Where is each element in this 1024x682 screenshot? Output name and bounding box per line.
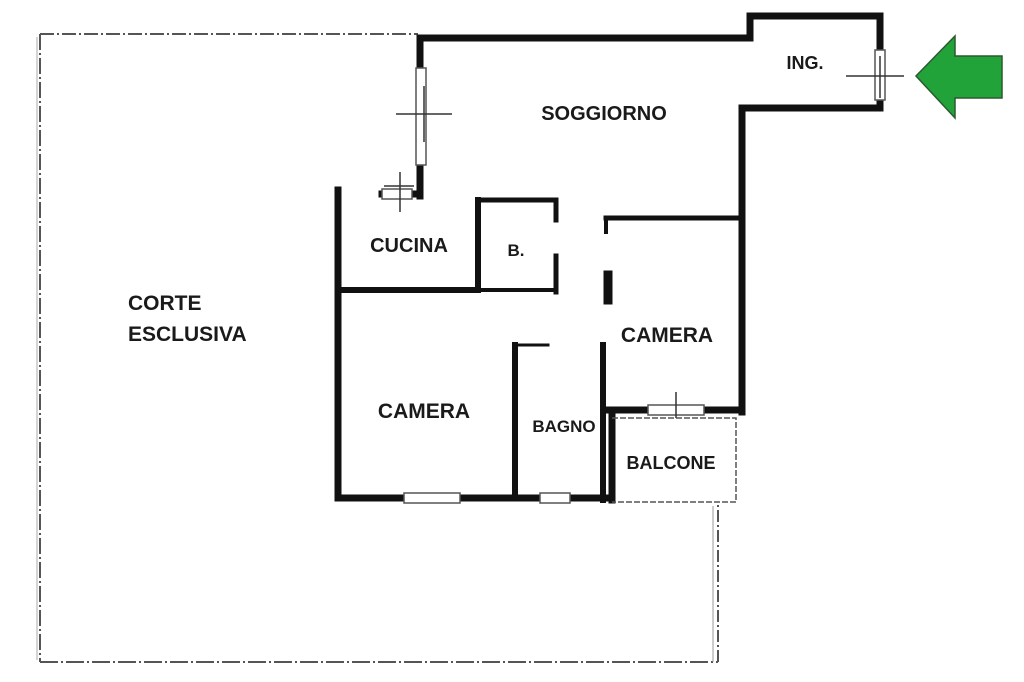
label-balcone: BALCONE bbox=[627, 453, 716, 473]
label-corte-line2: ESCLUSIVA bbox=[128, 323, 247, 346]
window-bagno bbox=[539, 492, 571, 504]
label-bagno: BAGNO bbox=[532, 417, 595, 436]
window-soggiorno-left bbox=[415, 67, 427, 166]
window-cucina bbox=[381, 188, 413, 200]
balcone-outline bbox=[612, 417, 737, 503]
corte-outline bbox=[36, 33, 719, 663]
window-camera-grande bbox=[403, 492, 461, 504]
label-camera-piccola: CAMERA bbox=[621, 324, 713, 347]
room-labels: ING. SOGGIORNO CUCINA B. CORTE ESCLUSIVA… bbox=[128, 53, 824, 473]
label-soggiorno: SOGGIORNO bbox=[541, 103, 667, 125]
label-corte-line1: CORTE bbox=[128, 292, 202, 315]
label-camera-grande: CAMERA bbox=[378, 400, 470, 423]
label-ingresso: ING. bbox=[786, 53, 823, 73]
apartment-walls bbox=[334, 12, 884, 504]
entrance-arrow-icon bbox=[914, 34, 1003, 120]
label-bagno-piccolo: B. bbox=[508, 241, 525, 260]
label-cucina: CUCINA bbox=[370, 235, 448, 257]
cross-markers bbox=[384, 56, 904, 418]
